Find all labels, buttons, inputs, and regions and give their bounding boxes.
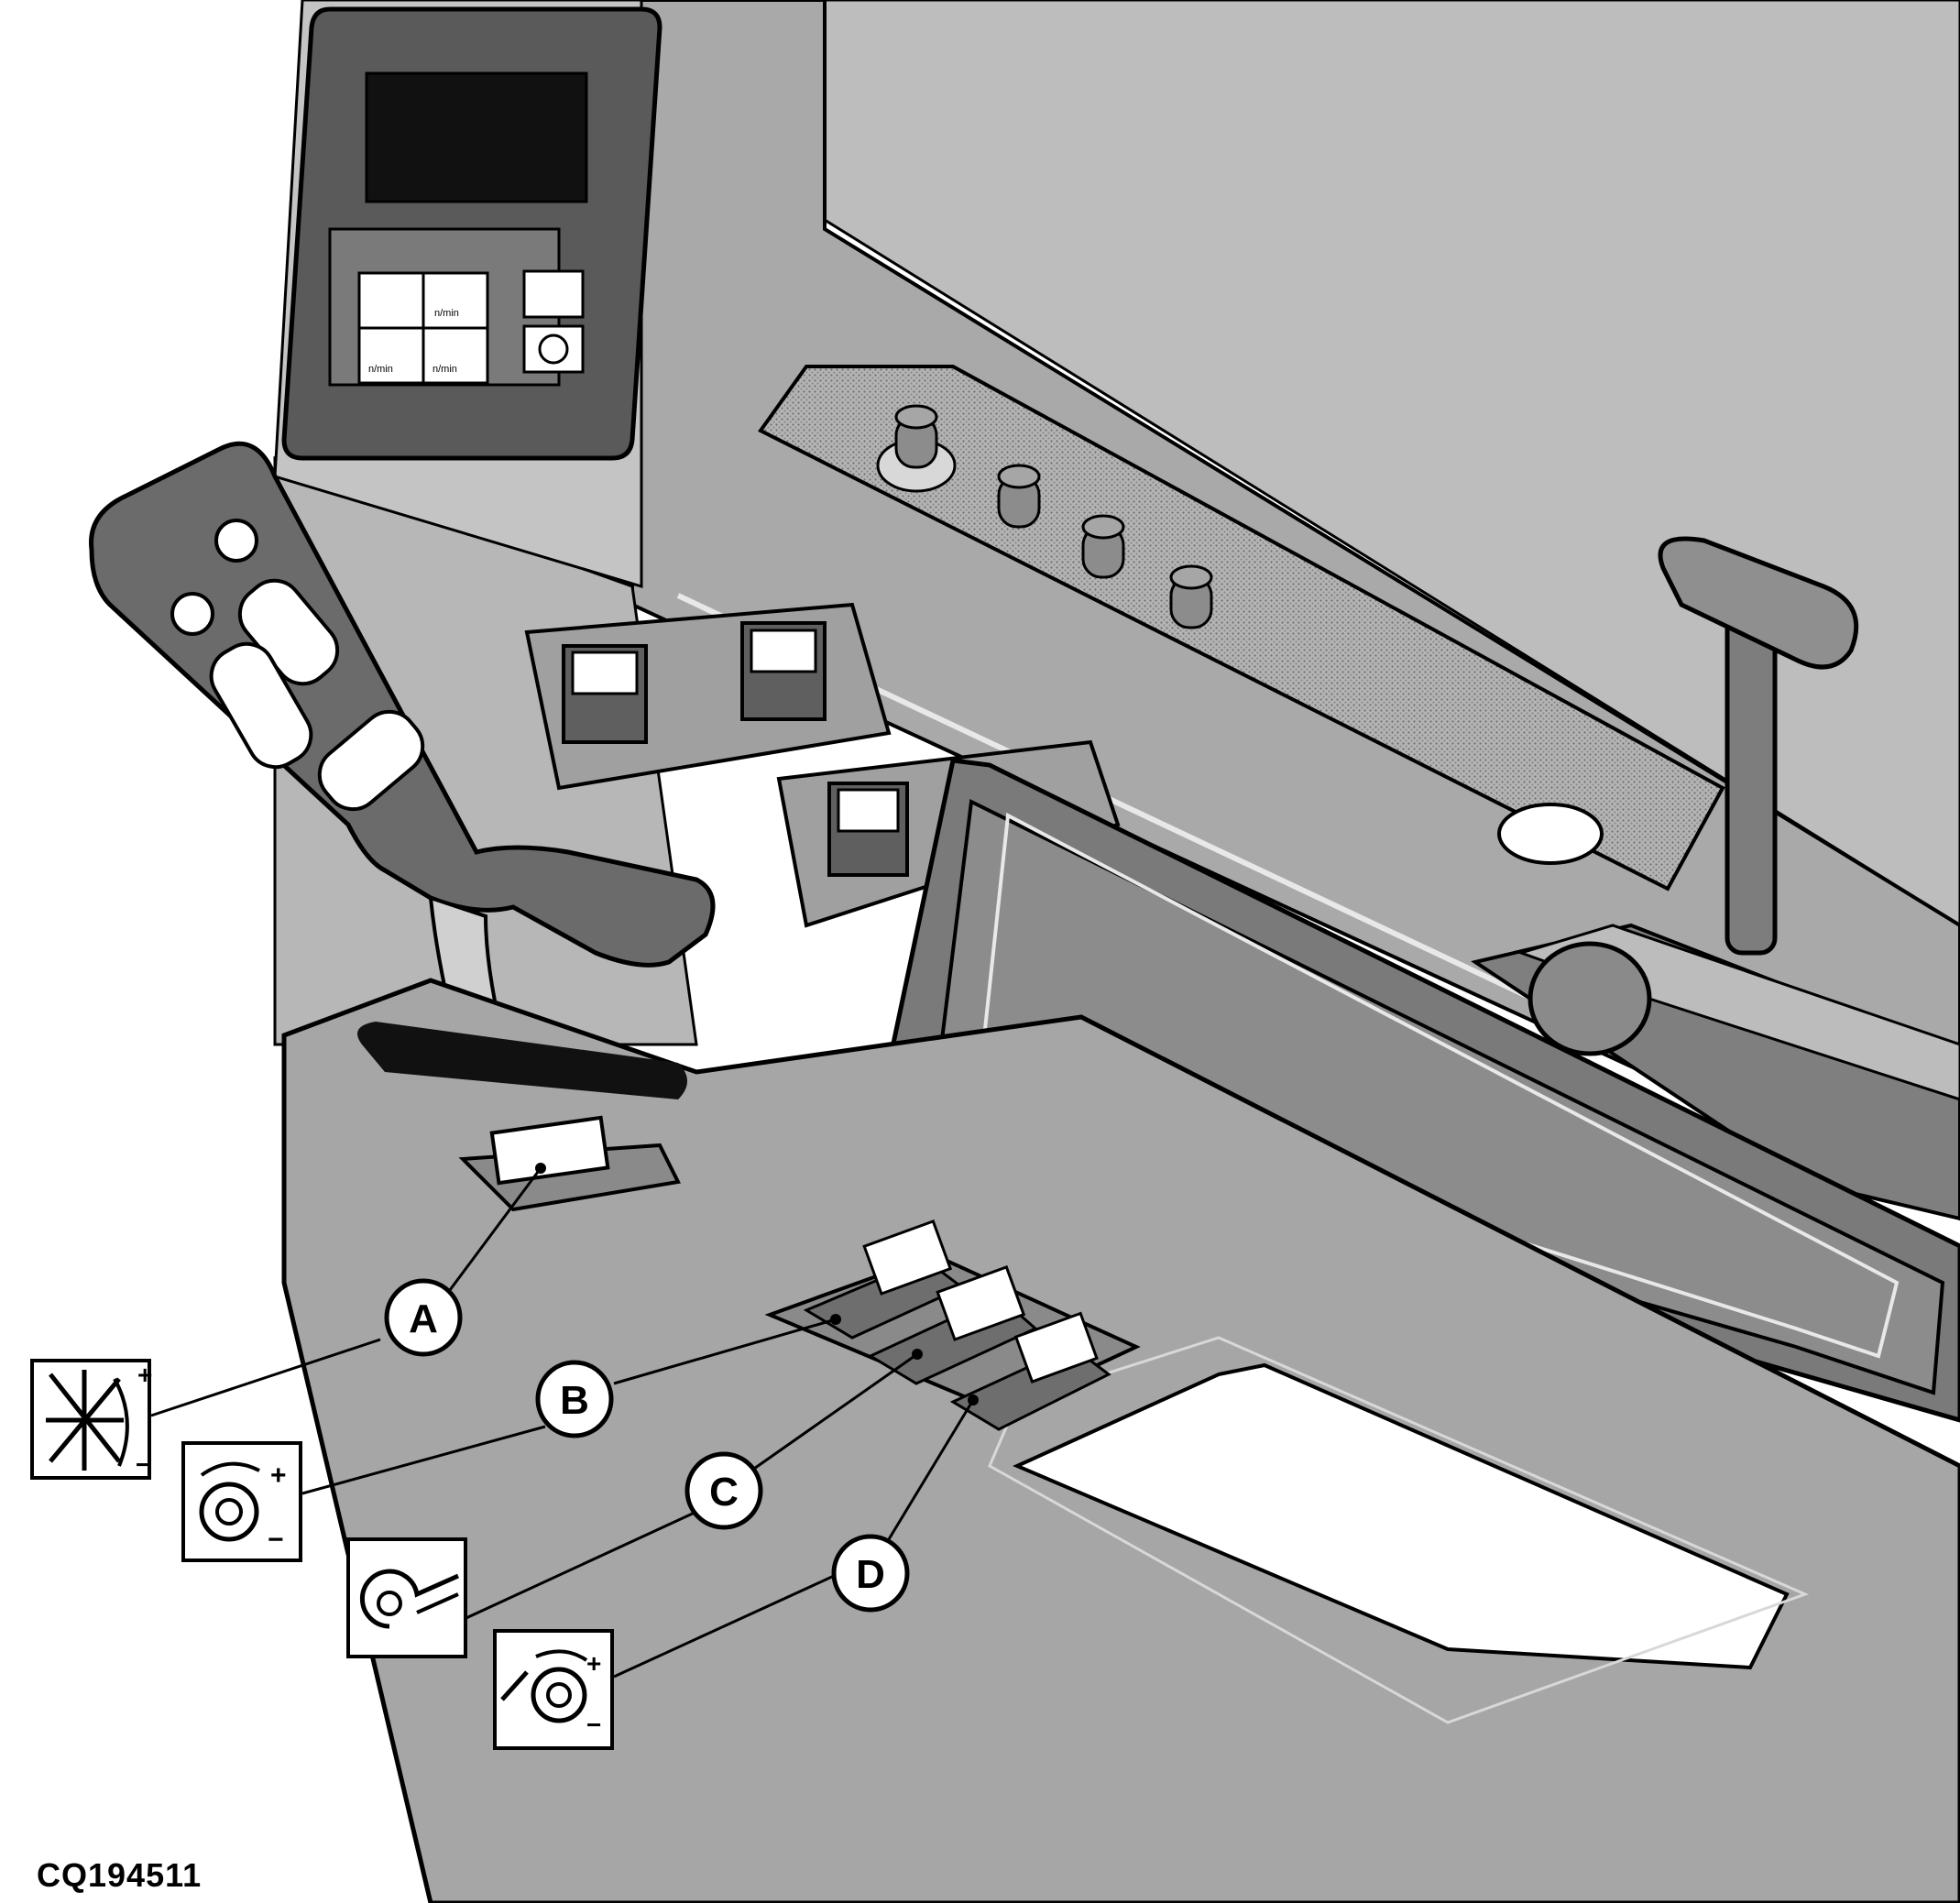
svg-text:+: + bbox=[270, 1460, 287, 1491]
callout-b-label: B bbox=[560, 1378, 589, 1423]
panel-plug bbox=[1497, 803, 1604, 865]
clock-icon bbox=[538, 334, 569, 365]
svg-text:+: + bbox=[586, 1649, 601, 1678]
throttle-knob[interactable] bbox=[1527, 941, 1652, 1056]
switch-bank-bcd bbox=[764, 1219, 1141, 1431]
callout-a: A bbox=[384, 1278, 463, 1357]
adjustment-knob-2[interactable] bbox=[997, 464, 1041, 529]
clock-button[interactable] bbox=[522, 324, 585, 374]
knob-panel bbox=[758, 365, 1725, 891]
monitor-buttons: n/min n/min n/min bbox=[357, 269, 585, 385]
svg-text:−: − bbox=[268, 1525, 284, 1555]
header-height-button[interactable] bbox=[357, 271, 425, 330]
feed-rotor-reverse-switch[interactable] bbox=[949, 1311, 1111, 1431]
feed-drum-speed-switch[interactable] bbox=[803, 1219, 965, 1340]
callout-b: B bbox=[535, 1360, 614, 1438]
adjustment-knob-1[interactable] bbox=[876, 404, 957, 493]
figure-id: CQ194511 bbox=[37, 1856, 203, 1894]
lever-rocker-3[interactable] bbox=[309, 701, 434, 821]
monitor-unit: n/min n/min n/min bbox=[281, 6, 662, 461]
right-console bbox=[1471, 536, 1960, 1221]
callout-c-label: C bbox=[709, 1470, 739, 1515]
svg-text:+: + bbox=[137, 1361, 152, 1389]
adjustment-knob-3[interactable] bbox=[1081, 514, 1125, 579]
blower-icon bbox=[346, 1537, 467, 1658]
lever-button-2[interactable] bbox=[170, 592, 214, 636]
storage-tray bbox=[1013, 1362, 1790, 1670]
reel-speed-switch[interactable] bbox=[458, 1115, 681, 1212]
reel-speed-icon: + − bbox=[30, 1359, 152, 1480]
lever-rocker-2[interactable] bbox=[202, 634, 322, 777]
lever-button-1[interactable] bbox=[214, 519, 258, 563]
leader-lines bbox=[150, 1167, 975, 1679]
button-label-2: n/min bbox=[368, 364, 393, 375]
svg-text:−: − bbox=[136, 1450, 150, 1479]
adjustment-knob-4[interactable] bbox=[1169, 564, 1213, 629]
callout-a-label: A bbox=[409, 1296, 438, 1341]
button-label-3: n/min bbox=[433, 364, 457, 375]
callout-d: D bbox=[831, 1534, 910, 1613]
feed-rotor-reverse-icon: + − bbox=[493, 1629, 614, 1750]
lower-raise-button[interactable] bbox=[522, 269, 585, 319]
button-label-1: n/min bbox=[434, 308, 459, 319]
front-console bbox=[281, 978, 1960, 1903]
callout-c: C bbox=[684, 1451, 763, 1530]
blower-speed-button[interactable] bbox=[422, 326, 489, 385]
monitor-screen bbox=[365, 71, 588, 203]
cutterhead-speed-button[interactable] bbox=[422, 271, 489, 330]
engine-speed-button[interactable] bbox=[357, 326, 425, 385]
callout-d-label: D bbox=[856, 1552, 885, 1597]
feed-drum-speed-icon: + − bbox=[181, 1441, 302, 1562]
svg-text:−: − bbox=[586, 1711, 601, 1739]
shift-lever[interactable] bbox=[1658, 536, 1859, 956]
upper-switch-panel bbox=[524, 602, 892, 791]
